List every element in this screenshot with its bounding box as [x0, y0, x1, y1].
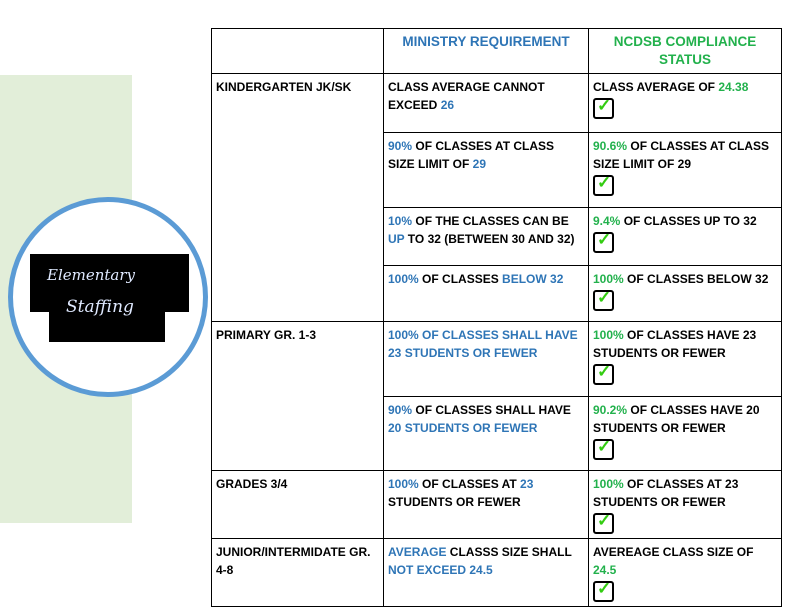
cell-text-segment: OF THE CLASSES CAN BE	[412, 214, 569, 228]
grade-group-cell: KINDERGARTEN JK/SK	[211, 73, 384, 322]
checkmark-icon	[593, 438, 614, 460]
cell-text-segment: NOT EXCEED 24.5	[388, 563, 493, 577]
cell-text-segment: 100%	[388, 477, 419, 491]
cell-text-segment: UP	[388, 232, 405, 246]
cell-text-segment: AVEREAGE CLASS SIZE OF	[593, 545, 754, 559]
cell-text-segment: BELOW 32	[502, 272, 564, 286]
compliance-table: MINISTRY REQUIREMENT NCDSB COMPLIANCE ST…	[211, 28, 782, 607]
cell-text-segment: 23	[520, 477, 534, 491]
cell-text-segment: STUDENTS OR FEWER	[388, 495, 521, 509]
cell-text-segment: STUDENTS OR FEWER	[401, 346, 538, 360]
compliance-status-cell: 90.6% OF CLASSES AT CLASS SIZE LIMIT OF …	[588, 132, 782, 208]
checkmark-icon	[593, 289, 614, 311]
cell-text-segment: OF CLASSES SHALL HAVE	[412, 403, 571, 417]
cell-text-segment: 26	[440, 98, 455, 112]
cell-text-segment: CLASS AVERAGE OF	[593, 80, 719, 94]
cell-text-segment: OF CLASSES AT	[418, 477, 521, 491]
cell-text-segment: 100%	[388, 272, 419, 286]
checkmark-icon	[593, 580, 614, 602]
cell-text-segment: OF CLASSES AT 23 STUDENTS OR FEWER	[593, 477, 739, 509]
cell-text-segment: 90%	[388, 139, 413, 153]
cell-text-segment: 24.5	[593, 563, 617, 577]
cell-text-segment: OF CLASSES AT CLASS SIZE LIMIT OF	[388, 139, 555, 171]
cell-text-segment: OF CLASSES BELOW 32	[623, 272, 769, 286]
checkmark-icon	[593, 174, 614, 196]
cell-text-segment: OF CLASSES HAVE 23 STUDENTS OR FEWER	[593, 328, 757, 360]
cell-text-segment: 100%	[593, 272, 624, 286]
table-row: 10% OF THE CLASSES CAN BE UP TO 32 (BETW…	[212, 207, 782, 266]
ministry-requirement-cell: 100% OF CLASSES BELOW 32	[383, 265, 589, 322]
cell-text-segment: 90.6%	[593, 139, 628, 153]
cell-text-segment: TO 32 (BETWEEN 30 AND 32)	[404, 232, 575, 246]
header-ministry-requirement: MINISTRY REQUIREMENT	[383, 28, 589, 74]
cell-text-segment: 24.38	[718, 80, 749, 94]
cell-text-segment: 29	[472, 157, 487, 171]
cell-text-segment: 10%	[388, 214, 413, 228]
ministry-requirement-cell: 10% OF THE CLASSES CAN BE UP TO 32 (BETW…	[383, 207, 589, 266]
cell-text-segment: CLASSS SIZE SHALL	[446, 545, 572, 559]
ministry-requirement-cell: 90% OF CLASSES AT CLASS SIZE LIMIT OF 29	[383, 132, 589, 208]
logo-banner-lower	[49, 300, 165, 342]
ministry-requirement-cell: AVERAGE CLASSS SIZE SHALL NOT EXCEED 24.…	[383, 538, 589, 607]
logo-title-line1: Elementary	[47, 266, 136, 284]
cell-text-segment: 9.4%	[593, 214, 621, 228]
cell-text-segment: 100%	[593, 328, 624, 342]
header-compliance-status: NCDSB COMPLIANCE STATUS	[588, 28, 782, 74]
grade-group-cell: PRIMARY GR. 1-3	[211, 321, 384, 471]
table-row: 90% OF CLASSES AT CLASS SIZE LIMIT OF 29…	[212, 132, 782, 208]
table-header-row: MINISTRY REQUIREMENT NCDSB COMPLIANCE ST…	[211, 28, 782, 74]
ministry-requirement-cell: 100% OF CLASSES SHALL HAVE 23 STUDENTS O…	[383, 321, 589, 397]
cell-text-segment: AVERAGE	[388, 545, 447, 559]
checkmark-icon	[593, 231, 614, 253]
cell-text-segment: 23	[388, 346, 402, 360]
compliance-status-cell: 90.2% OF CLASSES HAVE 20 STUDENTS OR FEW…	[588, 396, 782, 471]
cell-text-segment: OF CLASSES UP TO 32	[620, 214, 757, 228]
checkmark-icon	[593, 97, 614, 119]
compliance-status-cell: 100% OF CLASSES BELOW 32	[588, 265, 782, 322]
ministry-requirement-cell: CLASS AVERAGE CANNOT EXCEED 26	[383, 73, 589, 133]
cell-text-segment: 20	[388, 421, 402, 435]
cell-text-segment: 100%	[593, 477, 624, 491]
header-grade	[211, 28, 384, 74]
cell-text-segment: 100% OF CLASSES SHALL HAVE	[388, 328, 578, 342]
compliance-status-cell: CLASS AVERAGE OF 24.38	[588, 73, 782, 133]
grade-group-cell: JUNIOR/INTERMIDATE GR. 4-8	[211, 538, 384, 607]
checkmark-icon	[593, 512, 614, 534]
cell-text-segment: OF CLASSES AT CLASS SIZE LIMIT OF 29	[593, 139, 770, 171]
compliance-status-cell: AVEREAGE CLASS SIZE OF 24.5	[588, 538, 782, 607]
cell-text-segment: CLASS AVERAGE CANNOT EXCEED	[388, 80, 545, 112]
grade-group-cell: GRADES 3/4	[211, 470, 384, 539]
cell-text-segment: STUDENTS OR FEWER	[401, 421, 538, 435]
table-row: 90% OF CLASSES SHALL HAVE 20 STUDENTS OR…	[212, 396, 782, 471]
ministry-requirement-cell: 100% OF CLASSES AT 23 STUDENTS OR FEWER	[383, 470, 589, 539]
ministry-requirement-cell: 90% OF CLASSES SHALL HAVE 20 STUDENTS OR…	[383, 396, 589, 471]
compliance-status-cell: 9.4% OF CLASSES UP TO 32	[588, 207, 782, 266]
cell-text-segment: 90.2%	[593, 403, 628, 417]
compliance-status-cell: 100% OF CLASSES HAVE 23 STUDENTS OR FEWE…	[588, 321, 782, 397]
cell-text-segment: OF CLASSES	[418, 272, 503, 286]
cell-text-segment: 90%	[388, 403, 413, 417]
logo-title-line2: Staffing	[66, 297, 134, 317]
compliance-status-cell: 100% OF CLASSES AT 23 STUDENTS OR FEWER	[588, 470, 782, 539]
cell-text-segment: OF CLASSES HAVE 20 STUDENTS OR FEWER	[593, 403, 760, 435]
checkmark-icon	[593, 363, 614, 385]
